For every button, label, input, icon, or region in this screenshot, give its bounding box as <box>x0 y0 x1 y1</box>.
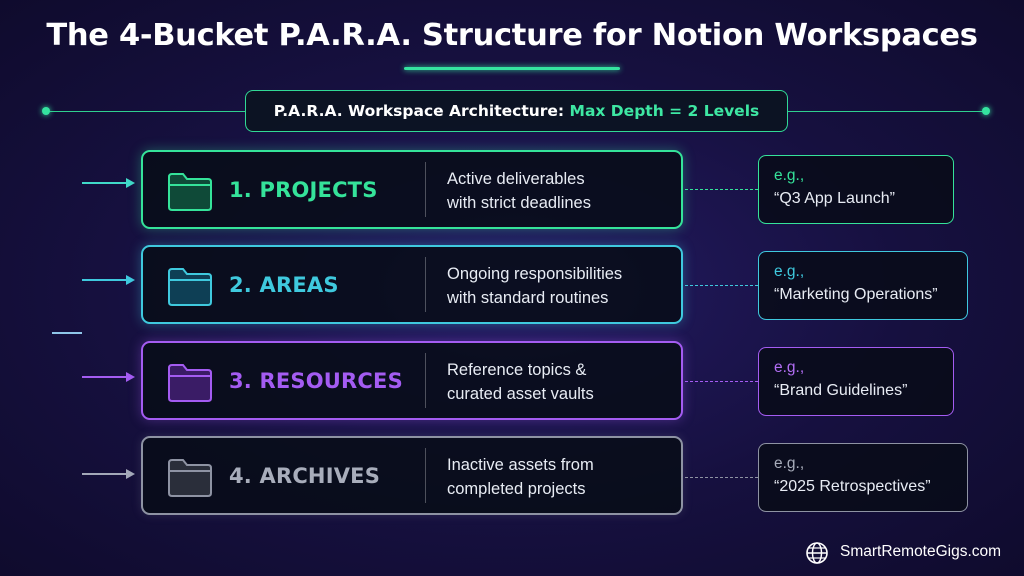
bucket-card-areas: 2. AREAS Ongoing responsibilities with s… <box>141 245 683 324</box>
card-divider <box>425 448 426 503</box>
example-box-resources: e.g., “Brand Guidelines” <box>758 347 954 416</box>
bucket-description: Active deliverables with strict deadline… <box>447 167 591 215</box>
folder-icon <box>168 459 212 497</box>
bucket-description: Ongoing responsibilities with standard r… <box>447 262 622 310</box>
example-box-archives: e.g., “2025 Retrospectives” <box>758 443 968 512</box>
example-value: “Brand Guidelines” <box>774 382 908 399</box>
subtitle-prefix: P.A.R.A. Workspace Architecture: <box>273 102 570 120</box>
tree-arrow-projects <box>126 178 135 188</box>
bucket-description-line: Active deliverables <box>447 170 585 188</box>
bucket-description-line: with standard routines <box>447 289 609 307</box>
tree-arrow-areas <box>126 275 135 285</box>
bucket-description-line: completed projects <box>447 480 586 498</box>
subtitle-highlight: Max Depth = 2 Levels <box>569 102 760 120</box>
example-connector-resources <box>685 381 758 382</box>
bucket-description: Inactive assets from completed projects <box>447 453 594 501</box>
bucket-name: 4. ARCHIVES <box>229 463 381 488</box>
bucket-card-projects: 1. PROJECTS Active deliverables with str… <box>141 150 683 229</box>
example-label: e.g., <box>774 359 805 376</box>
bucket-description: Reference topics & curated asset vaults <box>447 358 594 406</box>
example-box-projects: e.g., “Q3 App Launch” <box>758 155 954 224</box>
example-label: e.g., <box>774 455 805 472</box>
bucket-description-line: curated asset vaults <box>447 385 594 403</box>
example-label: e.g., <box>774 167 805 184</box>
bucket-name: 2. AREAS <box>229 272 339 297</box>
example-connector-areas <box>685 285 758 286</box>
tree-arrow-archives <box>126 469 135 479</box>
card-divider <box>425 162 426 217</box>
bucket-name: 3. RESOURCES <box>229 368 403 393</box>
example-connector-archives <box>685 477 758 478</box>
example-value: “2025 Retrospectives” <box>774 478 931 495</box>
bucket-name: 1. PROJECTS <box>229 177 378 202</box>
bucket-card-resources: 3. RESOURCES Reference topics & curated … <box>141 341 683 420</box>
card-divider <box>425 257 426 312</box>
footer-site-link[interactable]: SmartRemoteGigs.com <box>840 543 1002 560</box>
right-rule <box>788 111 986 112</box>
left-rule-dot <box>42 107 50 115</box>
globe-icon <box>806 542 828 564</box>
folder-icon <box>168 268 212 306</box>
bucket-card-archives: 4. ARCHIVES Inactive assets from complet… <box>141 436 683 515</box>
bucket-description-line: Reference topics & <box>447 361 587 379</box>
title-underline <box>404 67 620 70</box>
folder-icon <box>168 364 212 402</box>
bucket-description-line: Ongoing responsibilities <box>447 265 623 283</box>
left-rule <box>46 111 245 112</box>
page-title: The 4-Bucket P.A.R.A. Structure for Noti… <box>46 18 978 53</box>
example-value: “Marketing Operations” <box>774 286 938 303</box>
right-rule-dot <box>982 107 990 115</box>
example-value: “Q3 App Launch” <box>774 190 895 207</box>
subtitle-box: P.A.R.A. Workspace Architecture: Max Dep… <box>245 90 788 132</box>
folder-icon <box>168 173 212 211</box>
tree-arrow-resources <box>126 372 135 382</box>
bucket-description-line: Inactive assets from <box>447 456 594 474</box>
example-connector-projects <box>685 189 758 190</box>
example-label: e.g., <box>774 263 805 280</box>
card-divider <box>425 353 426 408</box>
bucket-description-line: with strict deadlines <box>447 194 591 212</box>
example-box-areas: e.g., “Marketing Operations” <box>758 251 968 320</box>
